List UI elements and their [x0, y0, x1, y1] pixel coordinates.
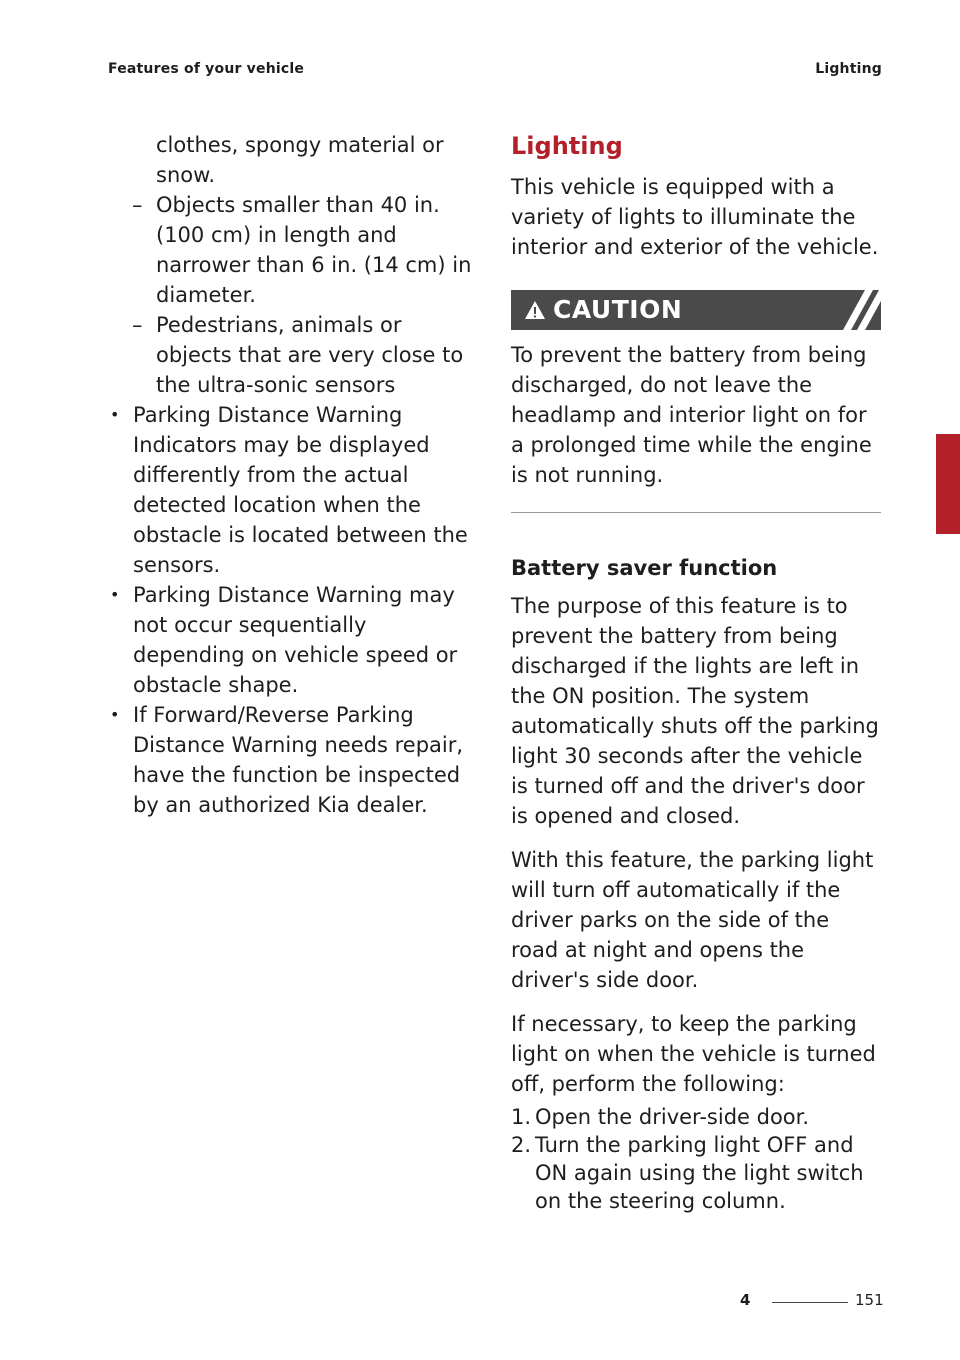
bullet-item-text: If Forward/Reverse Parking Distance Warn… [133, 703, 464, 817]
chapter-tab [936, 434, 960, 534]
chapter-tab-number: 4 [941, 512, 955, 536]
subsection-heading: Battery saver function [511, 556, 778, 580]
dash-marker: – [132, 313, 143, 337]
body-paragraph: With this feature, the parking light wil… [511, 848, 874, 992]
bullet-item: • Parking Distance Warning may not occur… [108, 580, 480, 700]
running-header-left: Features of your vehicle [108, 61, 305, 77]
bullet-marker: • [110, 585, 120, 604]
dash-item: – Pedestrians, animals or objects that a… [108, 310, 480, 400]
caution-banner: CAUTION [511, 290, 881, 330]
step-number: 1. [511, 1105, 532, 1129]
caution-label: CAUTION [553, 295, 683, 324]
dash-item-text: Pedestrians, animals or objects that are… [156, 313, 464, 397]
caution-divider [511, 512, 881, 513]
step-text: Turn the parking light OFF and ON again … [535, 1133, 864, 1213]
caution-text: To prevent the battery from being discha… [511, 343, 872, 487]
running-header-right: Lighting [815, 61, 882, 77]
numbered-step: 1. Open the driver-side door. [511, 1103, 881, 1131]
step-number: 2. [511, 1133, 532, 1157]
footer-chapter: 4 [740, 1291, 751, 1309]
section-title: Lighting [511, 132, 623, 160]
numbered-step: 2. Turn the parking light OFF and ON aga… [511, 1131, 881, 1215]
dash-item: – Objects smaller than 40 in. (100 cm) i… [108, 190, 480, 310]
bullet-marker: • [110, 705, 120, 724]
dash-item-text: Objects smaller than 40 in. (100 cm) in … [156, 193, 472, 307]
continuation-text: clothes, spongy material or snow. [156, 133, 444, 187]
body-paragraph: The purpose of this feature is to preven… [511, 594, 879, 828]
bullet-item: • Parking Distance Warning Indicators ma… [108, 400, 480, 580]
bullet-item-text: Parking Distance Warning may not occur s… [133, 583, 458, 697]
dash-marker: – [132, 193, 143, 217]
intro-paragraph: This vehicle is equipped with a variety … [511, 175, 879, 259]
bullet-marker: • [110, 405, 120, 424]
left-column: clothes, spongy material or snow. – Obje… [108, 130, 480, 820]
right-column: Lighting This vehicle is equipped with a… [511, 130, 881, 1215]
step-text: Open the driver-side door. [535, 1105, 810, 1129]
caution-stripes [843, 290, 881, 330]
page-number: 151 [855, 1291, 884, 1309]
footer-rule [772, 1302, 848, 1303]
body-paragraph: If necessary, to keep the parking light … [511, 1012, 876, 1096]
bullet-item-text: Parking Distance Warning Indicators may … [133, 403, 468, 577]
bullet-item: • If Forward/Reverse Parking Distance Wa… [108, 700, 480, 820]
warning-triangle-icon [525, 301, 545, 319]
